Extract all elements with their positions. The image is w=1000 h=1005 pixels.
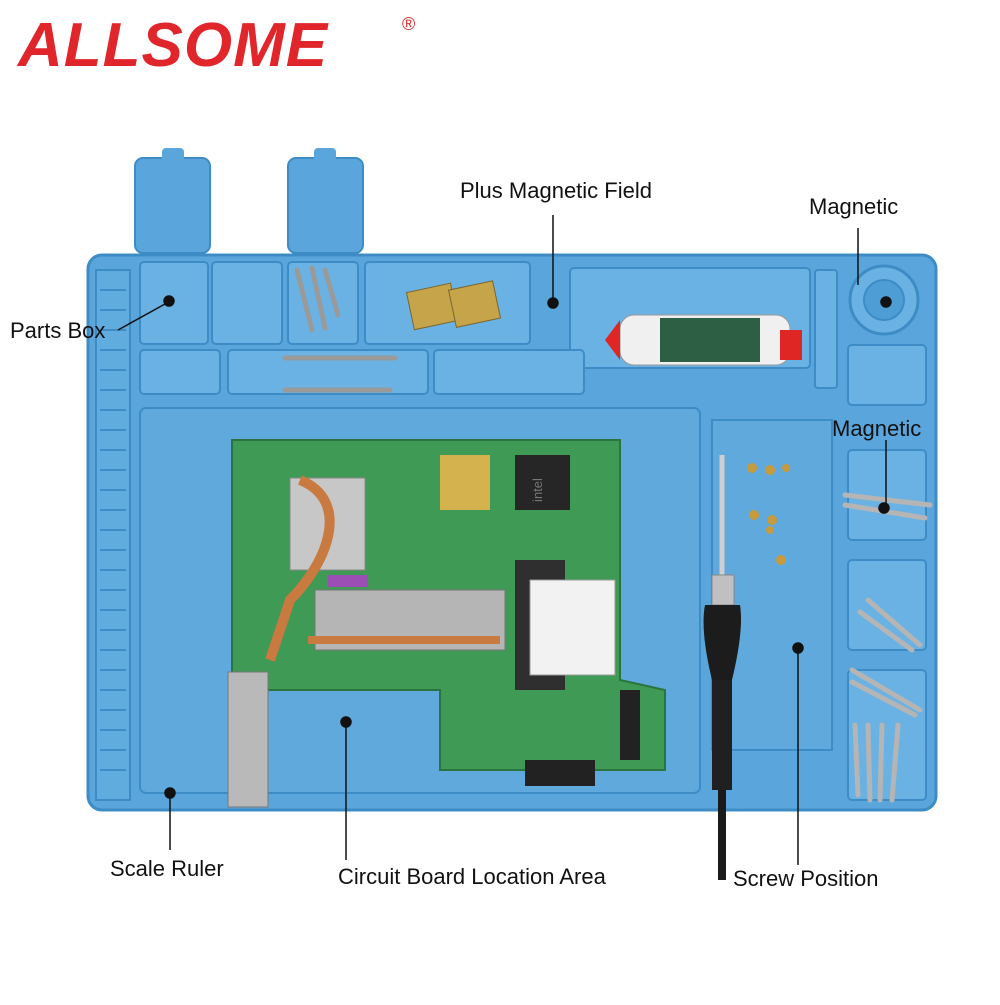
- callout-scale-ruler: Scale Ruler: [110, 856, 224, 881]
- callout-circuit-board-area: Circuit Board Location Area: [338, 864, 606, 889]
- screws: [747, 463, 790, 565]
- callout-magnetic-top: Magnetic: [809, 194, 899, 219]
- callout-magnetic-right: Magnetic: [832, 416, 922, 441]
- callout-leaders: [117, 215, 892, 865]
- chip-label: intel: [530, 478, 545, 502]
- brand-logo: ALLSOME: [18, 11, 329, 80]
- soldering-iron: [703, 455, 741, 880]
- solder-paste-tube: [605, 314, 802, 366]
- registered-mark: ®: [402, 14, 416, 34]
- mat-flaps: [134, 148, 364, 254]
- hinges: [405, 280, 502, 331]
- screwdriver-bits: [282, 265, 398, 393]
- soldering-tips: [842, 492, 933, 803]
- callout-plus-magnetic-field: Plus Magnetic Field: [460, 178, 652, 203]
- circuit-board: intel: [227, 439, 666, 808]
- callout-screw-position: Screw Position: [733, 866, 879, 891]
- scale-ruler: [95, 269, 131, 801]
- callout-parts-box: Parts Box: [10, 318, 106, 343]
